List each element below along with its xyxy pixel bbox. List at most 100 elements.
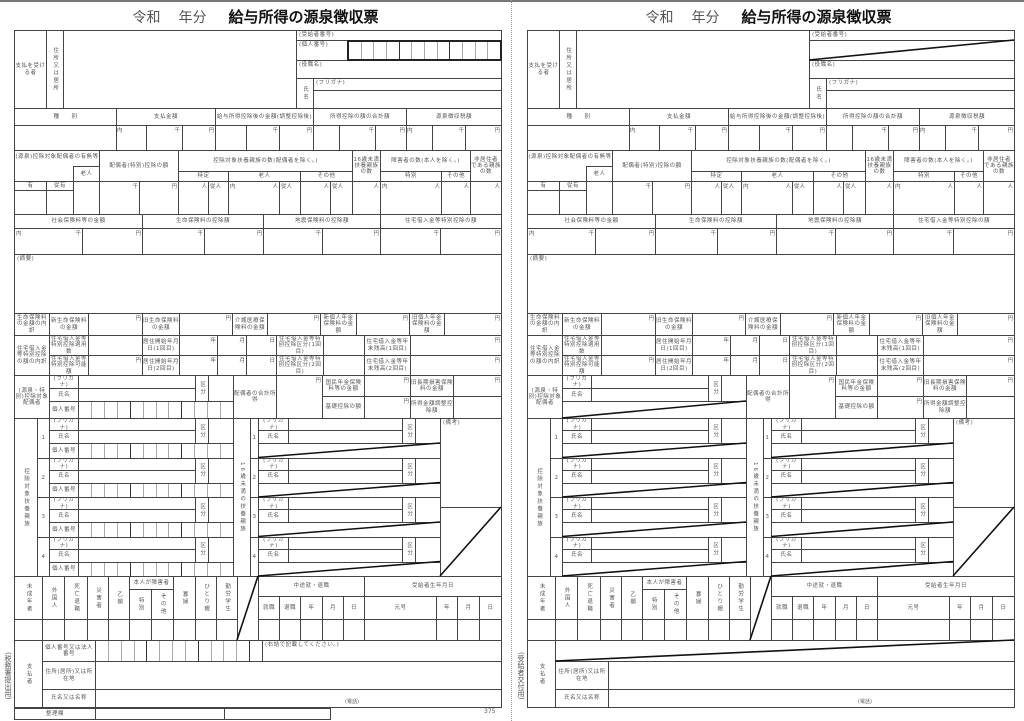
digit-box[interactable] xyxy=(105,402,118,418)
digit-box[interactable] xyxy=(131,444,144,458)
number-boxes[interactable] xyxy=(95,640,263,662)
input-cell[interactable] xyxy=(95,661,502,690)
input-cell[interactable] xyxy=(527,228,596,255)
digit-box[interactable] xyxy=(412,42,426,59)
input-cell[interactable] xyxy=(415,457,441,484)
digit-box[interactable] xyxy=(122,641,135,661)
input-cell[interactable] xyxy=(836,335,878,356)
digit-box[interactable] xyxy=(131,402,144,418)
input-cell[interactable] xyxy=(608,661,1015,690)
digit-box[interactable] xyxy=(250,641,262,661)
digit-box[interactable] xyxy=(237,641,251,661)
input-cell[interactable] xyxy=(95,708,225,720)
digit-box[interactable] xyxy=(199,641,212,661)
input-cell[interactable] xyxy=(893,228,954,255)
input-cell[interactable] xyxy=(923,355,1015,376)
digit-box[interactable] xyxy=(169,483,183,497)
input-cell[interactable] xyxy=(415,497,441,523)
digit-box[interactable] xyxy=(79,444,92,458)
digit-box[interactable] xyxy=(195,402,209,418)
digit-box[interactable] xyxy=(221,402,233,418)
input-cell[interactable] xyxy=(600,619,622,641)
input-cell[interactable] xyxy=(835,619,857,641)
digit-box[interactable] xyxy=(96,641,109,661)
input-cell[interactable] xyxy=(195,619,217,641)
input-cell[interactable] xyxy=(949,619,971,641)
digit-box[interactable] xyxy=(147,641,161,661)
digit-box[interactable] xyxy=(374,42,388,59)
input-cell[interactable] xyxy=(208,497,234,523)
input-cell[interactable] xyxy=(453,396,502,419)
digit-box[interactable] xyxy=(169,444,183,458)
digit-box[interactable] xyxy=(169,402,183,418)
digit-box[interactable] xyxy=(157,483,170,497)
digit-box[interactable] xyxy=(144,483,157,497)
input-cell[interactable] xyxy=(129,619,152,641)
input-cell[interactable] xyxy=(288,548,403,563)
input-cell[interactable] xyxy=(527,125,630,151)
input-cell[interactable] xyxy=(436,619,458,641)
digit-box[interactable] xyxy=(195,444,209,458)
input-cell[interactable] xyxy=(78,548,196,563)
input-cell[interactable] xyxy=(410,355,502,376)
input-cell[interactable] xyxy=(877,619,950,641)
digit-box[interactable] xyxy=(425,42,438,59)
digit-box[interactable] xyxy=(182,444,196,458)
input-cell[interactable] xyxy=(953,228,1015,255)
input-cell[interactable] xyxy=(721,457,747,484)
digit-box[interactable] xyxy=(349,42,362,59)
input-cell[interactable] xyxy=(928,457,954,484)
digit-box[interactable] xyxy=(160,641,174,661)
input-cell[interactable] xyxy=(288,509,403,523)
input-cell[interactable] xyxy=(173,619,196,641)
digit-box[interactable] xyxy=(118,402,131,418)
input-cell[interactable] xyxy=(928,497,954,523)
input-cell[interactable] xyxy=(966,396,1015,419)
input-cell[interactable] xyxy=(559,190,587,215)
input-cell[interactable] xyxy=(46,190,74,215)
digit-box[interactable] xyxy=(92,402,105,418)
input-cell[interactable] xyxy=(591,548,709,563)
input-cell[interactable] xyxy=(78,509,196,523)
input-cell[interactable] xyxy=(721,375,747,402)
digit-box[interactable] xyxy=(92,444,105,458)
input-cell[interactable] xyxy=(224,708,331,720)
input-cell[interactable] xyxy=(591,509,709,523)
input-cell[interactable] xyxy=(608,689,1015,708)
digit-box[interactable] xyxy=(221,484,233,498)
input-cell[interactable] xyxy=(364,619,437,641)
digit-box[interactable] xyxy=(169,562,183,576)
input-cell[interactable] xyxy=(928,536,954,563)
digit-box[interactable] xyxy=(135,641,148,661)
input-cell[interactable] xyxy=(73,181,100,215)
input-cell[interactable] xyxy=(415,418,441,444)
input-cell[interactable] xyxy=(288,430,403,444)
input-cell[interactable] xyxy=(14,228,83,255)
digit-box[interactable] xyxy=(105,562,118,576)
digit-box[interactable] xyxy=(144,402,157,418)
input-cell[interactable] xyxy=(479,619,502,641)
digit-box[interactable] xyxy=(224,641,238,661)
digit-box[interactable] xyxy=(131,523,144,537)
input-cell[interactable] xyxy=(14,125,117,151)
input-cell[interactable] xyxy=(288,469,403,484)
digit-box[interactable] xyxy=(79,523,92,537)
digit-box[interactable] xyxy=(182,562,196,576)
digit-box[interactable] xyxy=(212,641,225,661)
input-cell[interactable] xyxy=(801,430,916,444)
digit-box[interactable] xyxy=(169,523,183,537)
digit-box[interactable] xyxy=(450,42,464,59)
input-cell[interactable] xyxy=(776,228,836,255)
digit-box[interactable] xyxy=(221,444,233,458)
input-cell[interactable] xyxy=(78,388,196,402)
input-cell[interactable] xyxy=(813,619,836,641)
digit-box[interactable] xyxy=(208,402,222,418)
input-cell[interactable] xyxy=(82,228,143,255)
digit-box[interactable] xyxy=(195,523,209,537)
input-cell[interactable] xyxy=(801,509,916,523)
input-cell[interactable] xyxy=(380,181,442,215)
digit-box[interactable] xyxy=(221,563,233,577)
input-cell[interactable] xyxy=(258,619,280,641)
input-cell[interactable] xyxy=(826,125,853,151)
digit-box[interactable] xyxy=(79,483,92,497)
